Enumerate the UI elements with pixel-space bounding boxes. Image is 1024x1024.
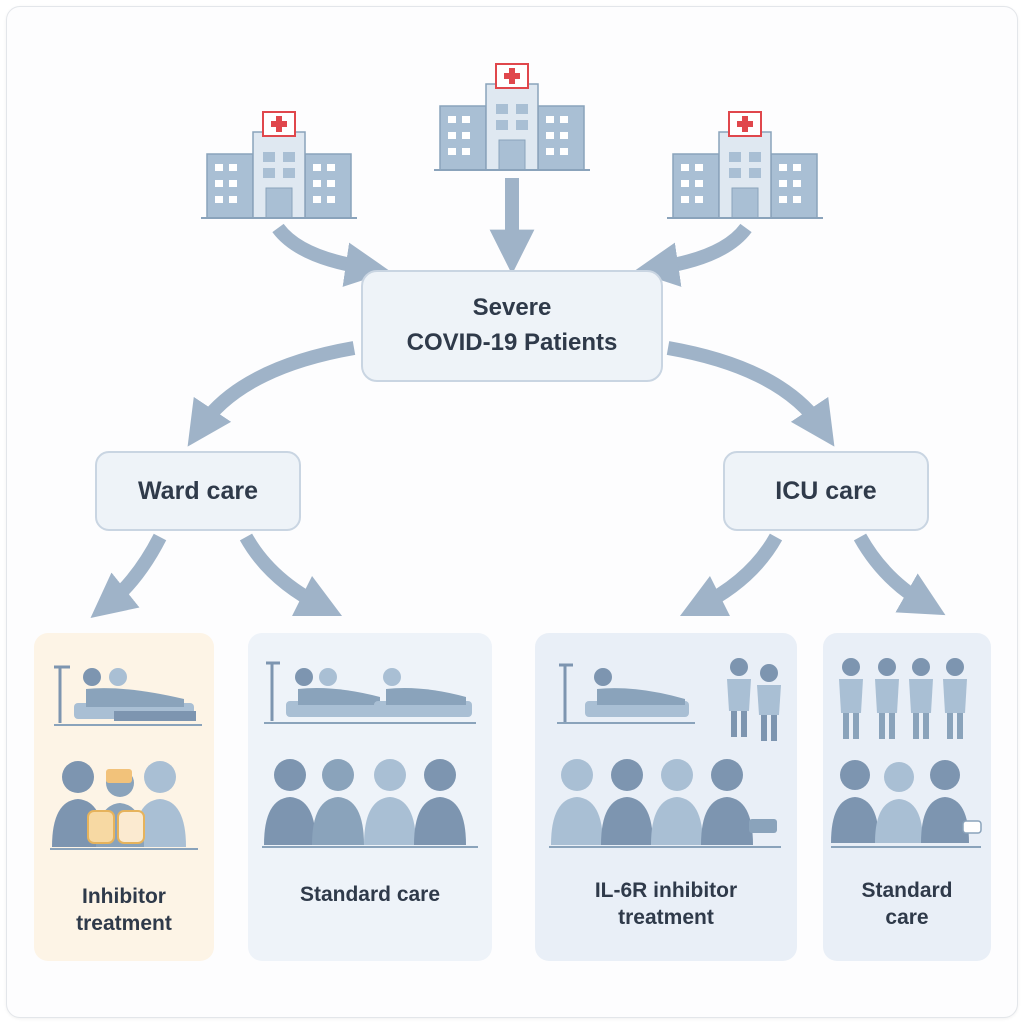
arm-panel-icu-standard: Standard care <box>823 633 991 961</box>
arm-label-ward-inhibitor: Inhibitor treatment <box>34 883 214 938</box>
arm-label-line2: care <box>885 906 929 930</box>
arrow-right-hospital <box>633 223 752 287</box>
patient-group-icon <box>262 759 478 848</box>
patient-group-icon <box>549 759 781 848</box>
arm-label-line1: Standard care <box>299 883 441 906</box>
icu-bed-staff-icon <box>557 658 781 741</box>
arrow-icu-right <box>853 533 946 616</box>
hospital-right-icon <box>666 111 824 219</box>
arrow-icu-left <box>679 533 783 617</box>
source-line2: COVID-19 Patients <box>406 329 618 356</box>
beds-patients-icon <box>264 661 476 724</box>
arm-label-icu-inhibitor: IL-6R inhibitor treatment <box>535 877 797 932</box>
patient-group-icon <box>831 760 982 848</box>
arm-label-ward-standard: Standard care <box>248 881 492 908</box>
icu-care-label: ICU care <box>775 476 877 505</box>
arm-label-icu-standard: Standard care <box>823 877 991 932</box>
arrow-ward-left <box>90 533 167 618</box>
arrow-ward-right <box>239 533 343 617</box>
source-box: Severe COVID-19 Patients <box>361 270 663 382</box>
icu-care-box: ICU care <box>723 451 929 531</box>
patient-group-icon <box>50 761 198 850</box>
arm-label-line2: treatment <box>618 906 714 930</box>
arm-panel-icu-inhibitor: IL-6R inhibitor treatment <box>535 633 797 961</box>
arrow-to-icu <box>666 341 835 447</box>
arm-panel-ward-standard: Standard care <box>248 633 492 961</box>
arm-label-line2: treatment <box>76 912 172 936</box>
arrow-to-ward <box>187 341 356 447</box>
arm-panel-ward-inhibitor: Inhibitor treatment <box>34 633 214 961</box>
arrow-left-hospital <box>272 223 391 287</box>
arm-label-line1: IL-6R inhibitor <box>594 879 738 902</box>
ward-care-label: Ward care <box>138 476 258 505</box>
hospital-center-icon <box>433 63 591 171</box>
ward-care-box: Ward care <box>95 451 301 531</box>
arm-label-line1: Inhibitor <box>82 885 166 908</box>
hospital-left-icon <box>200 111 358 219</box>
source-line1: Severe <box>472 294 552 322</box>
staff-group-icon <box>839 658 967 739</box>
arm-label-line1: Standard <box>861 879 953 902</box>
bed-patient-icon <box>54 665 202 726</box>
